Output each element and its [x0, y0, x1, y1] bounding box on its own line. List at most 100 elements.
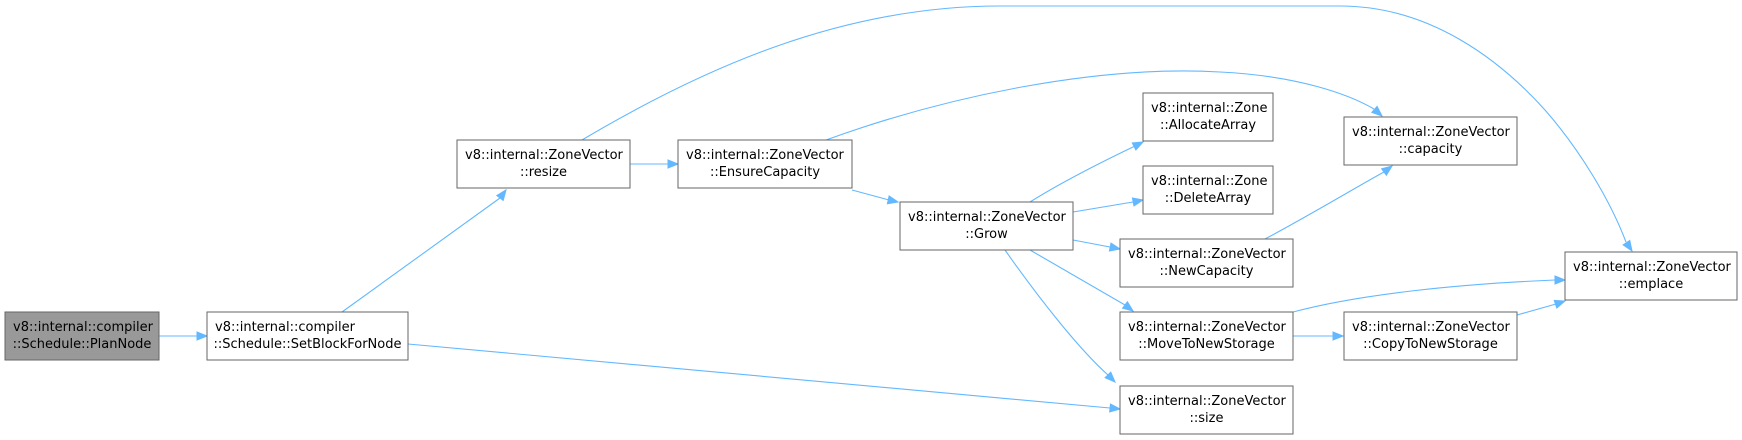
node-namespace-label: v8::internal::ZoneVector: [1573, 260, 1732, 275]
node-box[interactable]: [456, 139, 631, 189]
node-capacity[interactable]: v8::internal::ZoneVector::capacity: [1343, 116, 1518, 166]
edge-resize-to-ensurecap: [630, 159, 680, 169]
node-function-label: ::capacity: [1399, 142, 1463, 157]
edge-line: [1292, 279, 1556, 313]
node-box[interactable]: [899, 201, 1074, 251]
node-ensurecap[interactable]: v8::internal::ZoneVector::EnsureCapacity: [677, 139, 853, 189]
node-function-label: ::Grow: [965, 227, 1008, 242]
node-function-label: ::size: [1190, 411, 1224, 426]
edge-ensurecap-to-grow: [851, 189, 900, 205]
node-size[interactable]: v8::internal::ZoneVector::size: [1119, 385, 1294, 435]
node-function-label: ::EnsureCapacity: [710, 165, 820, 180]
edge-line: [1516, 303, 1557, 316]
edge-plannode-to-setblock: [159, 331, 209, 341]
arrow-head-icon: [1553, 299, 1567, 309]
edge-line: [851, 189, 890, 201]
edge-setblock-to-resize: [341, 188, 507, 313]
edge-grow-to-allocarray: [1029, 141, 1145, 203]
node-namespace-label: v8::internal::ZoneVector: [465, 148, 624, 163]
edge-line: [1004, 249, 1109, 376]
node-setblock[interactable]: v8::internal::compiler::Schedule::SetBlo…: [206, 311, 409, 361]
edge-grow-to-delarray: [1072, 197, 1145, 213]
node-function-label: ::emplace: [1619, 277, 1683, 292]
arrow-head-icon: [1109, 403, 1122, 413]
node-namespace-label: v8::internal::compiler: [215, 320, 356, 335]
node-namespace-label: v8::internal::Zone: [1151, 101, 1267, 116]
edge-line: [1029, 249, 1126, 306]
node-resize[interactable]: v8::internal::ZoneVector::resize: [456, 139, 631, 189]
node-newcap[interactable]: v8::internal::ZoneVector::NewCapacity: [1119, 238, 1294, 288]
nodes-layer: v8::internal::compiler::Schedule::PlanNo…: [4, 92, 1738, 435]
node-namespace-label: v8::internal::Zone: [1151, 174, 1267, 189]
node-box[interactable]: [1119, 385, 1294, 435]
node-function-label: ::MoveToNewStorage: [1138, 337, 1275, 352]
node-copytonew[interactable]: v8::internal::ZoneVector::CopyToNewStora…: [1343, 311, 1518, 361]
edge-line: [407, 343, 1111, 409]
node-box[interactable]: [1119, 311, 1294, 361]
arrow-head-icon: [1121, 300, 1135, 312]
arrow-head-icon: [1108, 242, 1122, 252]
edge-resize-to-emplace: [581, 5, 1633, 253]
arrow-head-icon: [495, 188, 507, 202]
edge-movetonew-to-emplace: [1292, 275, 1567, 313]
edge-copytonew-to-emplace: [1516, 299, 1567, 316]
node-function-label: ::Schedule::PlanNode: [13, 337, 152, 352]
edge-ensurecap-to-capacity: [825, 70, 1384, 141]
node-box[interactable]: [1119, 238, 1294, 288]
node-function-label: ::CopyToNewStorage: [1363, 337, 1498, 352]
node-delarray[interactable]: v8::internal::Zone::DeleteArray: [1142, 165, 1274, 215]
edge-grow-to-size: [1004, 249, 1116, 383]
arrow-head-icon: [1131, 141, 1145, 151]
edge-line: [1072, 239, 1111, 248]
edge-line: [1264, 171, 1385, 240]
arrow-head-icon: [1380, 165, 1394, 177]
arrow-head-icon: [196, 331, 209, 341]
arrow-head-icon: [1332, 331, 1345, 341]
arrow-head-icon: [1370, 105, 1384, 117]
node-namespace-label: v8::internal::ZoneVector: [1352, 125, 1511, 140]
node-box[interactable]: [1343, 311, 1518, 361]
node-function-label: ::resize: [520, 165, 567, 180]
arrow-head-icon: [1622, 239, 1633, 253]
node-box[interactable]: [1142, 92, 1274, 142]
node-plannode[interactable]: v8::internal::compiler::Schedule::PlanNo…: [4, 311, 160, 361]
edge-line: [581, 5, 1627, 243]
edge-line: [341, 197, 501, 313]
node-emplace[interactable]: v8::internal::ZoneVector::emplace: [1564, 251, 1738, 301]
node-namespace-label: v8::internal::compiler: [13, 320, 154, 335]
node-namespace-label: v8::internal::ZoneVector: [686, 148, 845, 163]
node-namespace-label: v8::internal::ZoneVector: [1128, 247, 1287, 262]
edge-line: [1029, 145, 1136, 203]
node-namespace-label: v8::internal::ZoneVector: [1128, 394, 1287, 409]
arrow-head-icon: [1104, 371, 1116, 383]
node-box[interactable]: [677, 139, 853, 189]
node-namespace-label: v8::internal::ZoneVector: [1352, 320, 1511, 335]
arrow-head-icon: [886, 195, 900, 205]
node-box[interactable]: [1142, 165, 1274, 215]
node-function-label: ::DeleteArray: [1165, 191, 1252, 206]
node-grow[interactable]: v8::internal::ZoneVector::Grow: [899, 201, 1074, 251]
node-allocarray[interactable]: v8::internal::Zone::AllocateArray: [1142, 92, 1274, 142]
node-namespace-label: v8::internal::ZoneVector: [908, 210, 1067, 225]
arrow-head-icon: [1131, 197, 1145, 207]
node-function-label: ::Schedule::SetBlockForNode: [213, 337, 401, 352]
edges-layer: [159, 5, 1633, 413]
node-function-label: ::NewCapacity: [1160, 264, 1254, 279]
node-namespace-label: v8::internal::ZoneVector: [1128, 320, 1287, 335]
edge-newcap-to-capacity: [1264, 165, 1394, 240]
node-box[interactable]: [206, 311, 409, 361]
edge-line: [825, 70, 1375, 141]
node-movetonew[interactable]: v8::internal::ZoneVector::MoveToNewStora…: [1119, 311, 1294, 361]
edge-grow-to-movetonew: [1029, 249, 1135, 312]
arrow-head-icon: [1554, 275, 1567, 285]
edge-grow-to-newcap: [1072, 239, 1122, 252]
node-box[interactable]: [1564, 251, 1738, 301]
node-function-label: ::AllocateArray: [1160, 118, 1256, 133]
node-box[interactable]: [4, 311, 160, 361]
edge-line: [1072, 201, 1134, 213]
node-box[interactable]: [1343, 116, 1518, 166]
arrow-head-icon: [667, 159, 680, 169]
edge-movetonew-to-copytonew: [1293, 331, 1345, 341]
edge-setblock-to-size: [407, 343, 1122, 413]
